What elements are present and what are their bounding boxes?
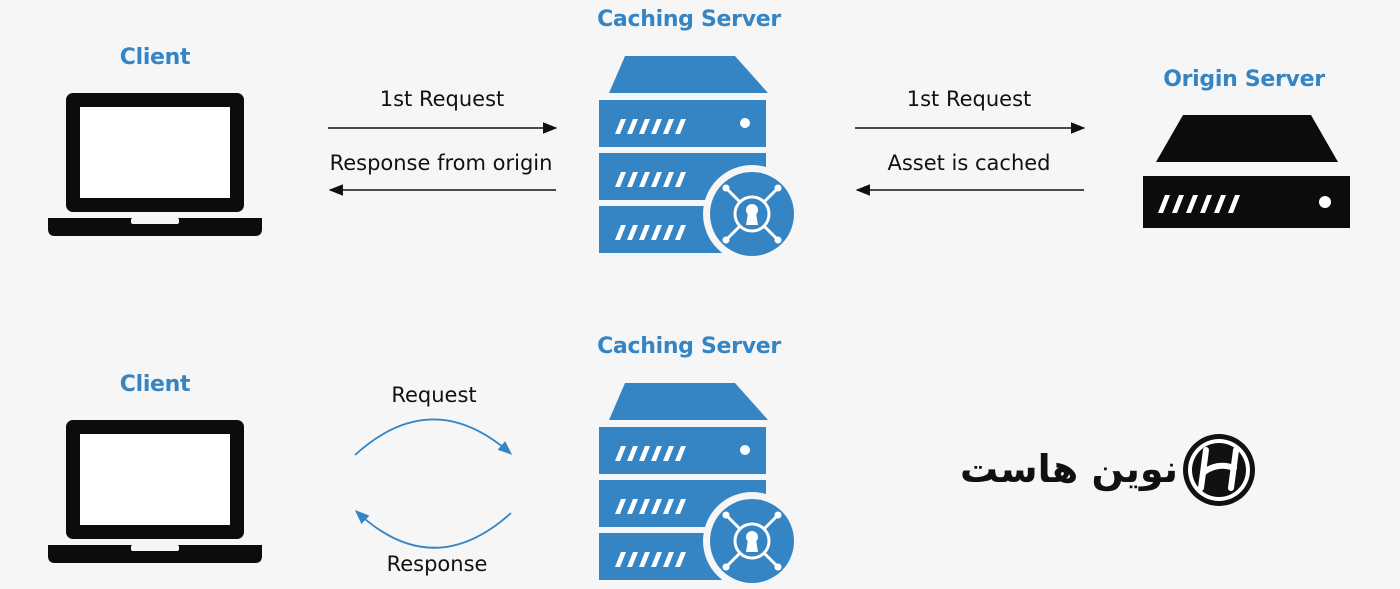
brand-name: نوین هاست bbox=[960, 447, 1178, 491]
label-first-request-left: 1st Request bbox=[379, 87, 505, 111]
origin-server-icon bbox=[1143, 115, 1350, 228]
curved-arrow-response bbox=[354, 510, 512, 549]
curved-arrow-request bbox=[354, 418, 513, 456]
caching-server-icon-top bbox=[597, 54, 803, 265]
origin-server-title: Origin Server bbox=[1163, 67, 1325, 92]
label-response: Response bbox=[386, 552, 488, 576]
novin-host-logo-icon bbox=[1183, 434, 1255, 506]
client-title-top: Client bbox=[119, 45, 191, 70]
label-asset-is-cached: Asset is cached bbox=[887, 151, 1051, 175]
caching-server-title-bottom: Caching Server bbox=[597, 334, 781, 359]
client-laptop-icon-bottom bbox=[48, 420, 262, 563]
label-first-request-right: 1st Request bbox=[906, 87, 1032, 111]
client-laptop-icon-top bbox=[48, 93, 262, 236]
caching-server-title-top: Caching Server bbox=[597, 7, 781, 32]
caching-server-icon-bottom bbox=[597, 381, 803, 589]
label-response-from-origin: Response from origin bbox=[329, 151, 553, 175]
client-title-bottom: Client bbox=[119, 372, 191, 397]
label-request: Request bbox=[391, 383, 477, 407]
